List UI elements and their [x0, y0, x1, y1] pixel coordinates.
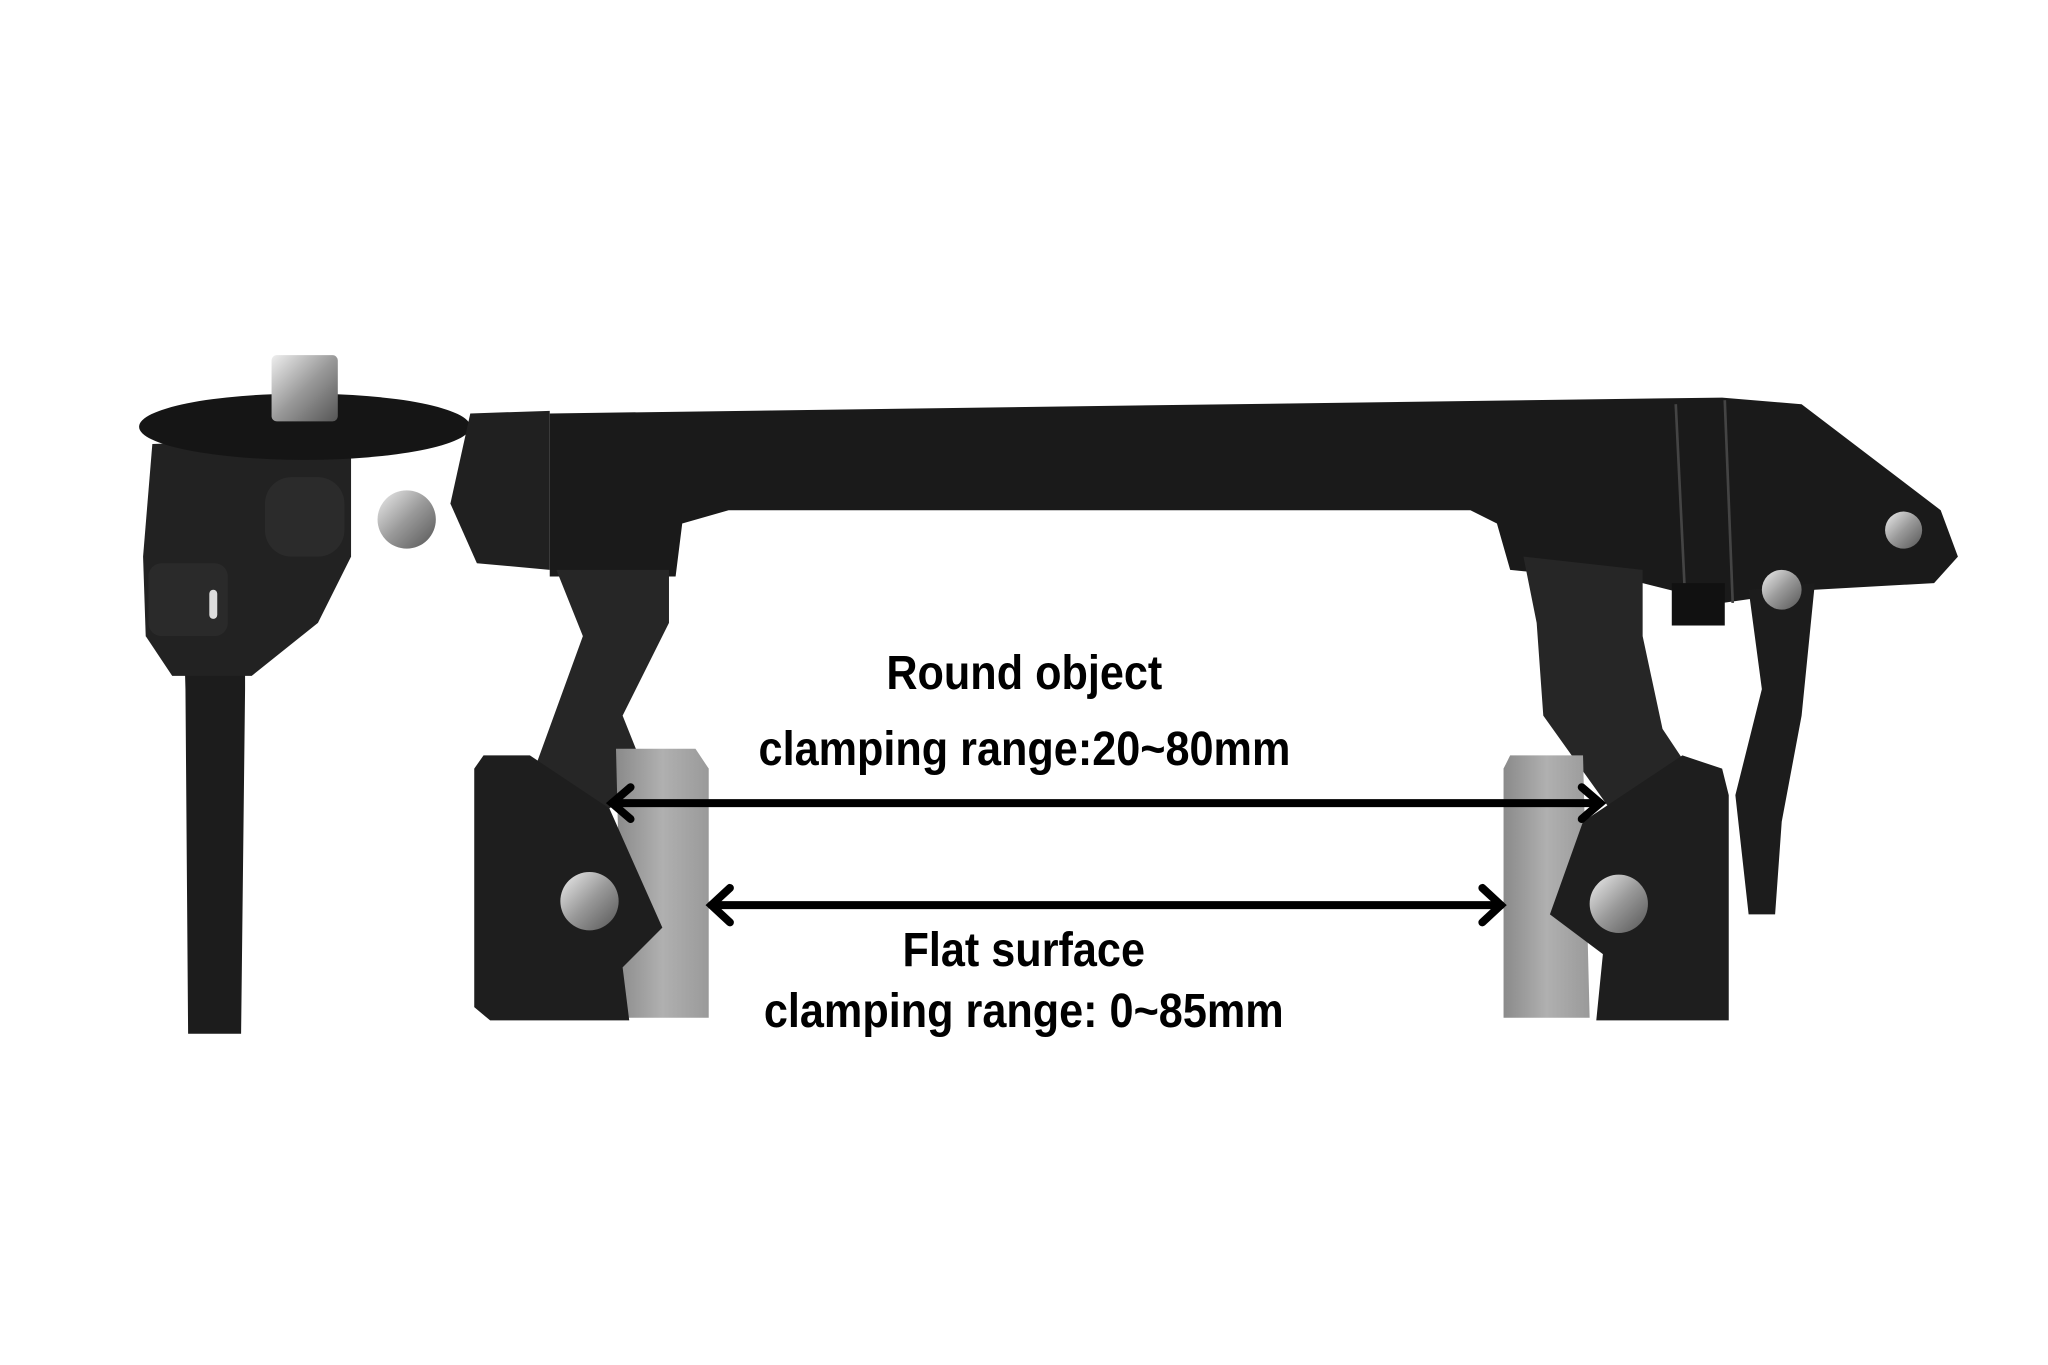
round-object-title: Round object — [886, 647, 1162, 700]
round-object-range-arrow — [605, 783, 1607, 823]
latch-lever — [1671, 511, 1923, 915]
mount-screw-icon — [271, 355, 338, 422]
knob-icon — [377, 490, 436, 549]
flat-surface-title: Flat surface — [902, 924, 1146, 977]
round-object-range: clamping range:20~80mm — [758, 723, 1290, 776]
tripod-mount — [139, 355, 550, 1034]
flat-surface-range: clamping range: 0~85mm — [764, 985, 1284, 1038]
right-jaw — [1503, 556, 1729, 1021]
bolt-icon — [560, 872, 619, 931]
bolt-icon — [1589, 874, 1648, 933]
left-jaw — [474, 569, 709, 1021]
clamp-arm — [549, 397, 1958, 603]
flat-surface-range-arrow — [705, 883, 1507, 927]
